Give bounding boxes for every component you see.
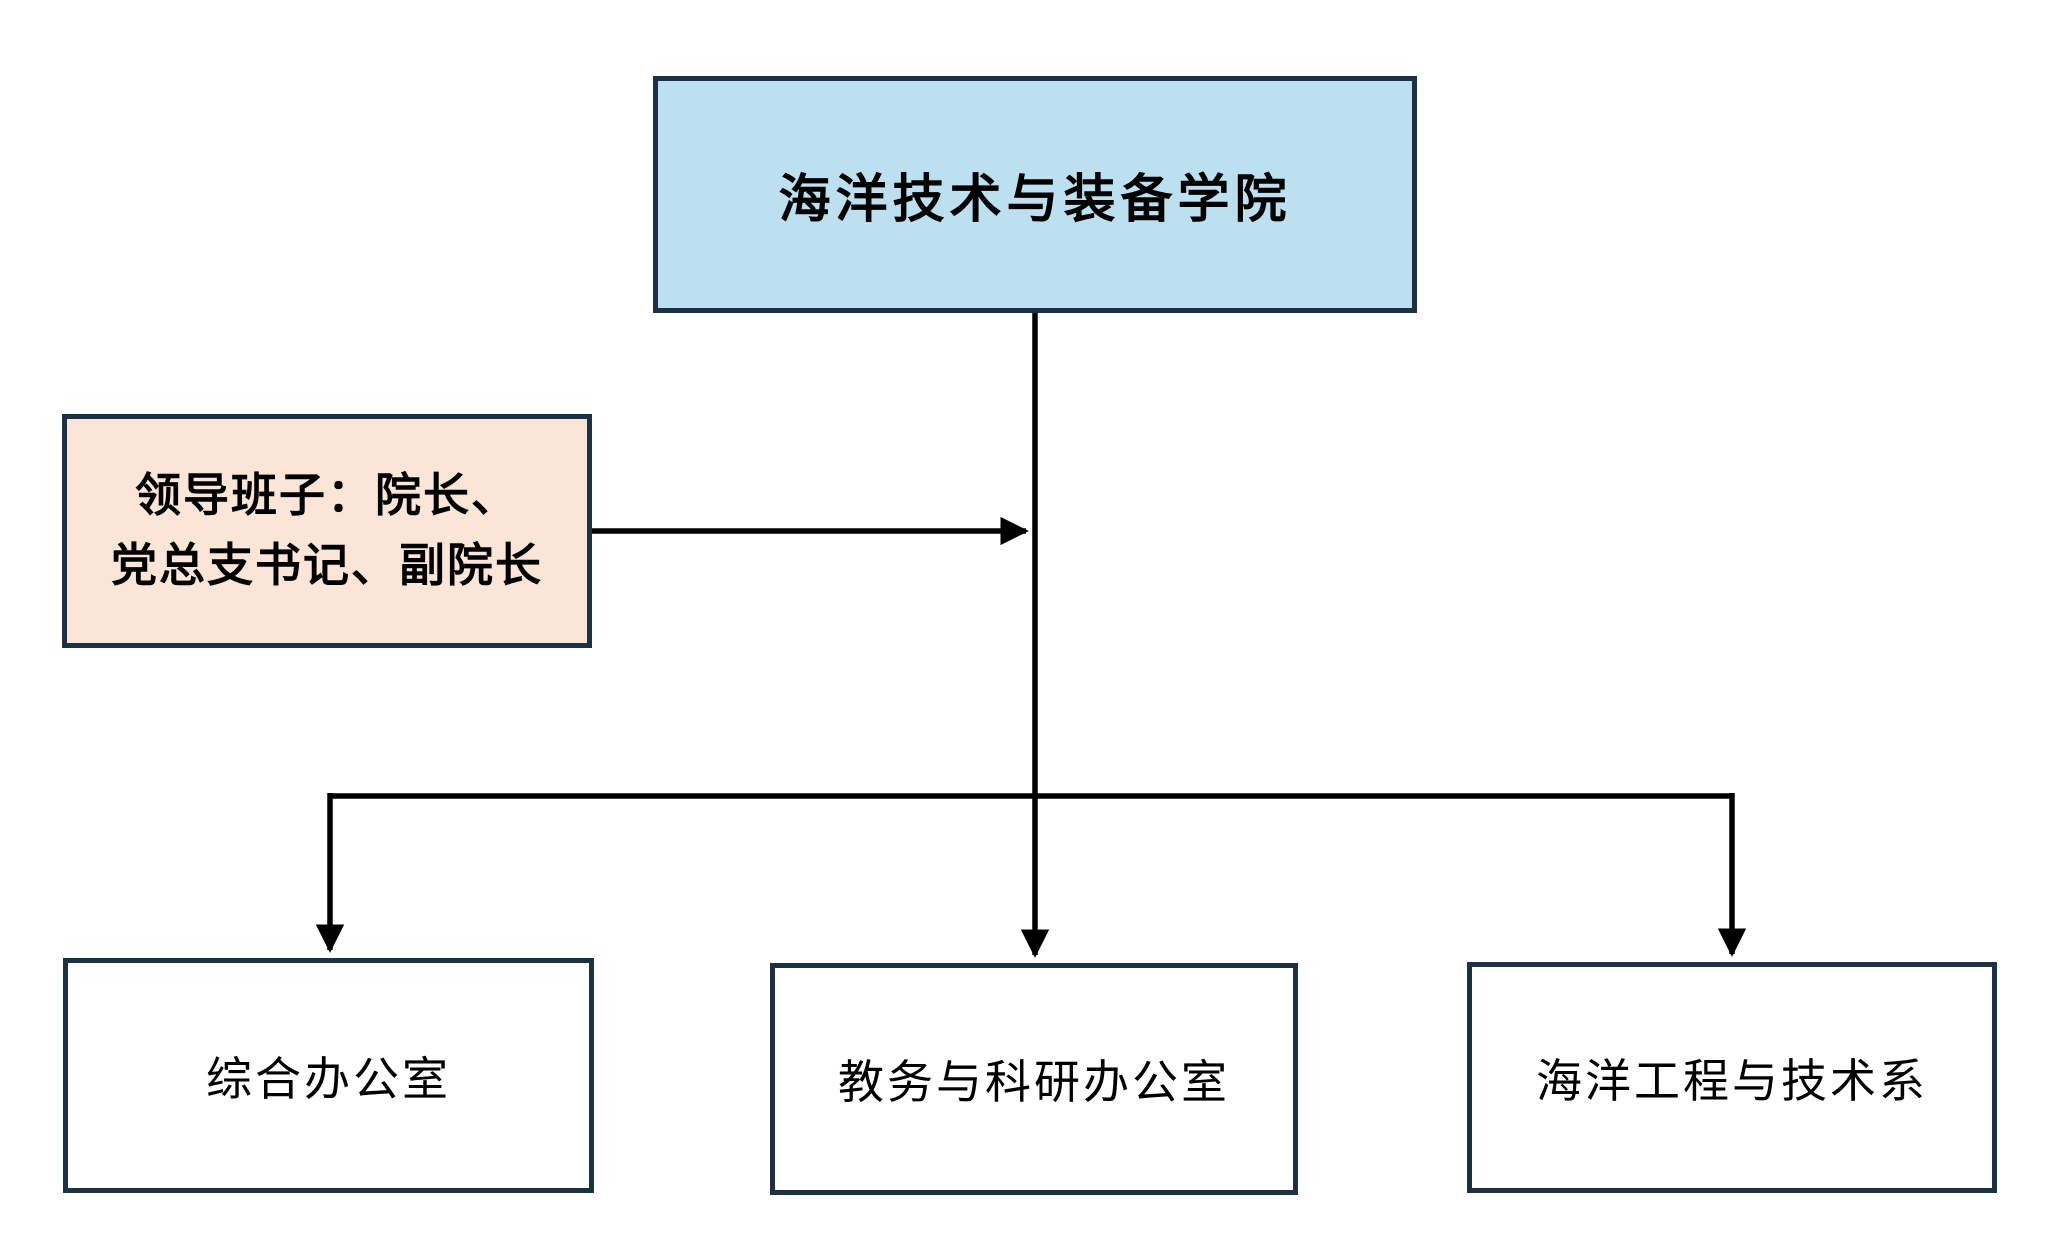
node-college-root-label: 海洋技术与装备学院 [778,172,1292,229]
node-general-office-label: 综合办公室 [206,1053,451,1105]
node-academic-research-office-label: 教务与科研办公室 [838,1057,1230,1108]
node-college-root: 海洋技术与装备学院 [653,76,1417,313]
node-general-office: 综合办公室 [63,958,594,1193]
node-marine-engineering-tech-dept: 海洋工程与技术系 [1467,962,1997,1193]
node-leadership-label-line1: 领导班子：院长、 [135,470,519,521]
node-academic-research-office: 教务与科研办公室 [770,963,1298,1195]
node-leadership-label-line2: 党总支书记、副院长 [111,540,543,591]
node-leadership: 领导班子：院长、 党总支书记、副院长 [62,414,592,648]
node-marine-engineering-tech-dept-label: 海洋工程与技术系 [1536,1055,1928,1107]
